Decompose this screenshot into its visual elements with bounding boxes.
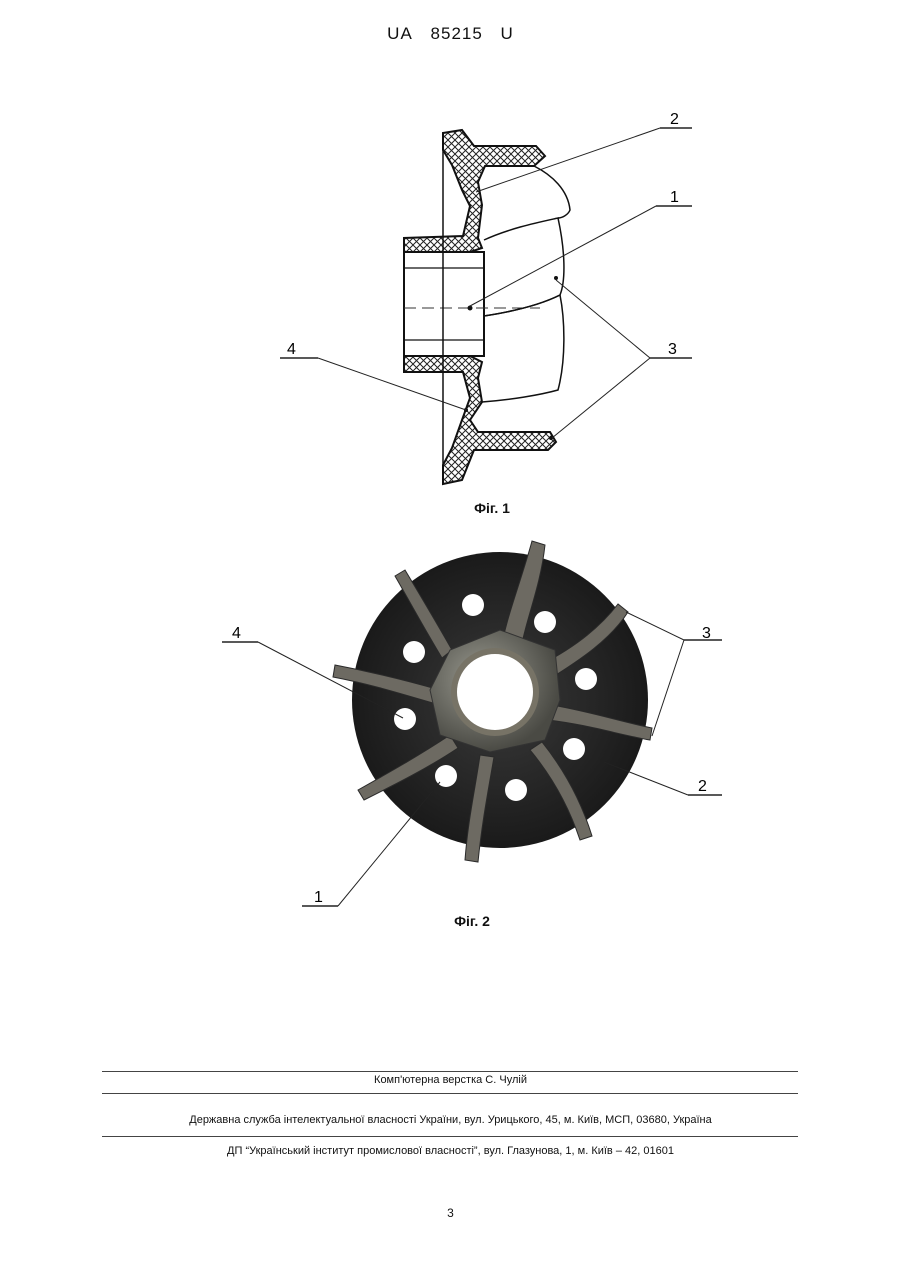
- figure-1-caption: Фіг. 1: [432, 500, 552, 516]
- fig2-label-4: 4: [232, 625, 241, 642]
- footer-rule-middle: [102, 1093, 798, 1094]
- typesetting-credit: Комп'ютерна верстка С. Чулій: [0, 1074, 901, 1086]
- agency-address: Державна служба інтелектуальної власност…: [0, 1114, 901, 1126]
- hub-bore-opening: [457, 654, 533, 730]
- upper-blade: [484, 218, 564, 316]
- page-number: 3: [0, 1206, 901, 1220]
- fig1-label-2: 2: [670, 111, 679, 128]
- figure-1-section-drawing: 2 1 3 4: [270, 100, 710, 500]
- footer-rule-top: [102, 1071, 798, 1072]
- lower-flange-section: [404, 356, 556, 484]
- patent-header: UA 85215 U: [0, 24, 901, 44]
- fig2-label-1: 1: [314, 889, 323, 906]
- fig1-label-3: 3: [668, 341, 677, 358]
- figure-2-caption: Фіг. 2: [412, 913, 532, 929]
- fig1-label-4: 4: [287, 341, 296, 358]
- patent-number: 85215: [431, 24, 483, 44]
- lower-blade: [482, 295, 564, 402]
- upper-flange-section: [404, 130, 545, 252]
- office-code: UA: [387, 24, 413, 44]
- figure-2-impeller-photo: 4 3 2 1: [220, 530, 730, 915]
- fig2-label-3: 3: [702, 625, 711, 642]
- fig1-label-1: 1: [670, 189, 679, 206]
- kind-code: U: [501, 24, 514, 44]
- institute-address: ДП “Український інститут промислової вла…: [0, 1145, 901, 1157]
- footer-rule-bottom: [102, 1136, 798, 1137]
- fig2-label-2: 2: [698, 778, 707, 795]
